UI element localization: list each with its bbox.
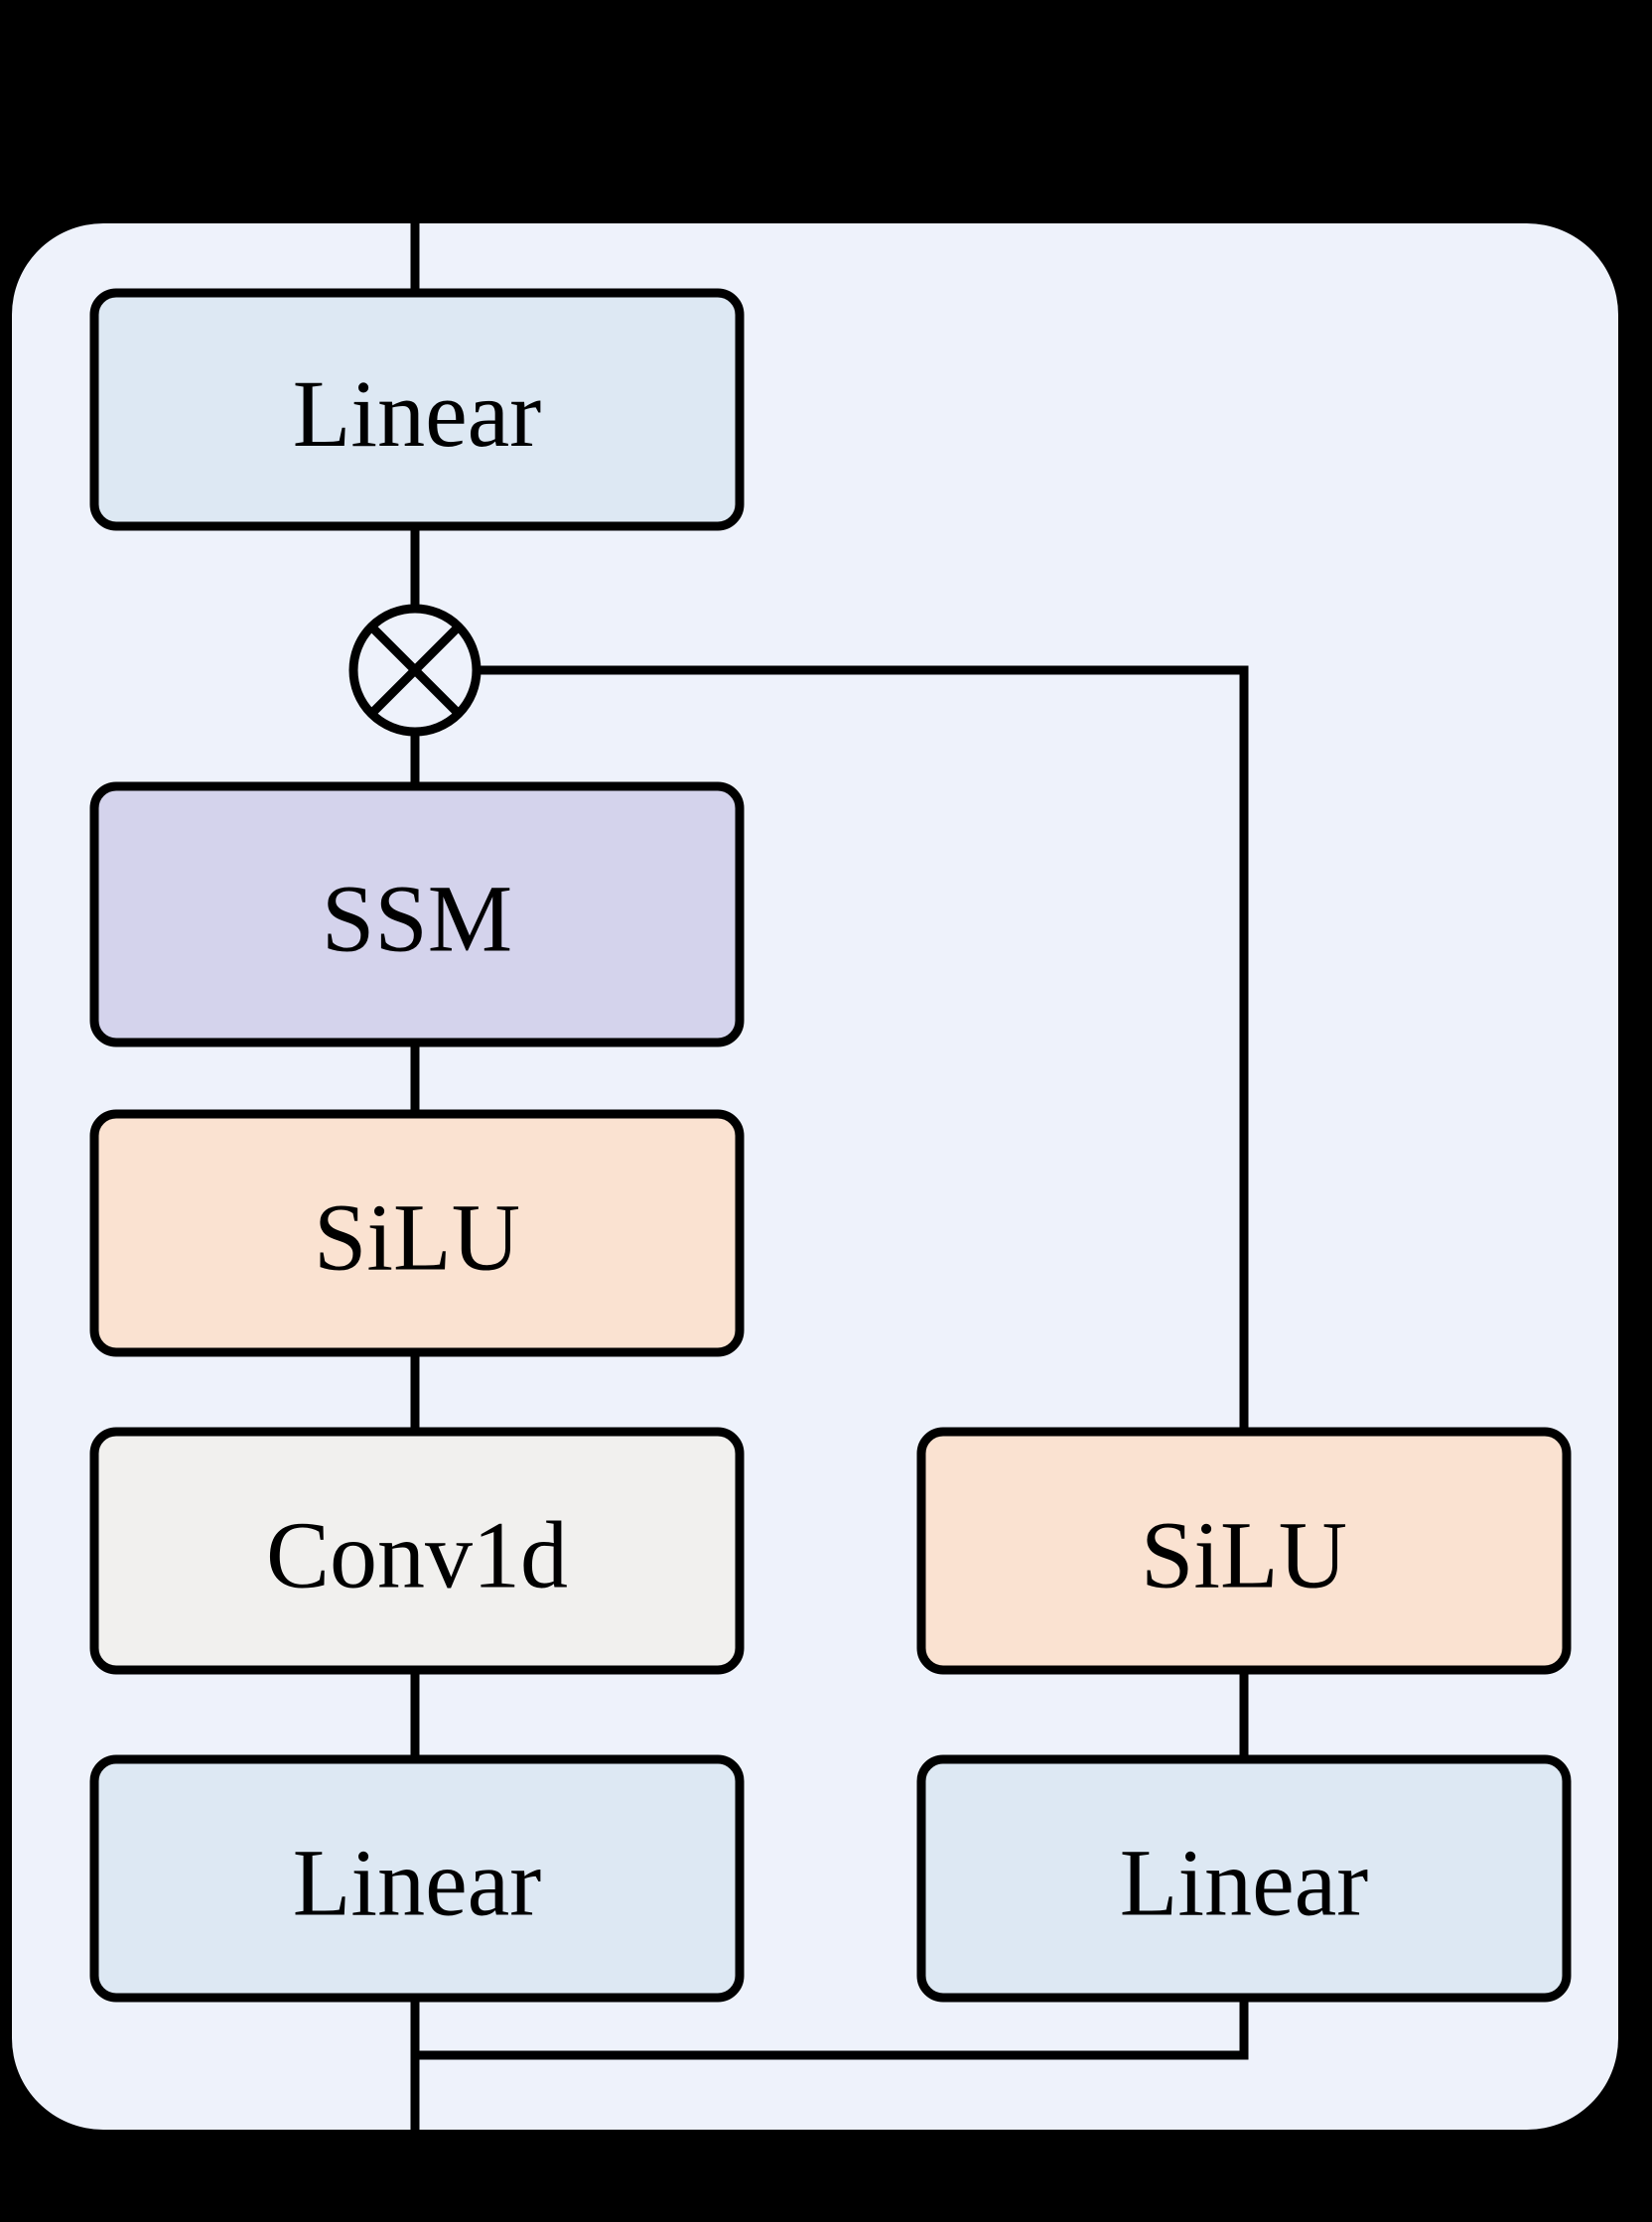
node-label-linear-bottom-left: Linear	[293, 1830, 542, 1936]
node-label-silu-left: SiLU	[314, 1184, 520, 1291]
wire-linear-bottom-right-merge	[415, 1998, 1249, 2060]
node-box-silu-right	[916, 1427, 1572, 1675]
node-ssm[interactable]: SSM	[89, 781, 745, 1047]
node-label-linear-bottom-right: Linear	[1120, 1830, 1369, 1936]
multiply-operator-circle	[348, 604, 482, 737]
node-linear-bottom-right[interactable]: Linear	[916, 1754, 1572, 2003]
node-box-linear-bottom-left	[89, 1754, 745, 2003]
node-conv1d[interactable]: Conv1d	[89, 1427, 745, 1675]
node-label-ssm: SSM	[322, 866, 512, 972]
node-label-silu-right: SiLU	[1141, 1502, 1347, 1608]
node-silu-right[interactable]: SiLU	[916, 1427, 1572, 1675]
node-linear-bottom-left[interactable]: Linear	[89, 1754, 745, 2003]
node-box-conv1d	[89, 1427, 745, 1675]
node-box-ssm	[89, 781, 745, 1047]
node-box-silu-left	[89, 1109, 745, 1357]
node-box-linear-top	[89, 288, 745, 531]
node-label-linear-top: Linear	[293, 360, 542, 467]
wire-multiply-gate-branch-right	[477, 665, 1249, 1432]
multiply-operator-icon	[348, 604, 482, 737]
node-label-conv1d: Conv1d	[266, 1502, 568, 1608]
node-box-linear-bottom-right	[916, 1754, 1572, 2003]
multiply-operator-stroke-2	[367, 623, 463, 718]
connector-wires	[410, 189, 1249, 2133]
node-linear-top[interactable]: Linear	[89, 288, 745, 531]
node-silu-left[interactable]: SiLU	[89, 1109, 745, 1357]
